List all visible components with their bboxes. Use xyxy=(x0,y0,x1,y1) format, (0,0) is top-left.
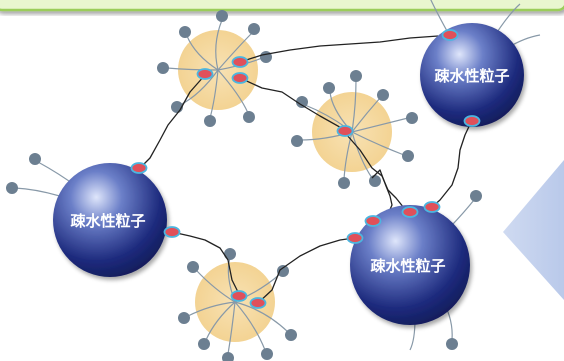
particle-label-bottom-right: 疎水性粒子 xyxy=(370,257,445,275)
particle-bottom-right xyxy=(350,205,470,325)
particles xyxy=(53,23,524,325)
polymer-chains xyxy=(139,35,473,304)
particle-label-top-right: 疎水性粒子 xyxy=(434,67,509,85)
header-box xyxy=(0,0,564,12)
particle-left xyxy=(53,163,167,277)
particle-top-right xyxy=(420,23,524,127)
callout-pointer xyxy=(503,160,564,300)
anchor-beads xyxy=(130,29,481,309)
particle-label-left: 疎水性粒子 xyxy=(70,212,145,230)
